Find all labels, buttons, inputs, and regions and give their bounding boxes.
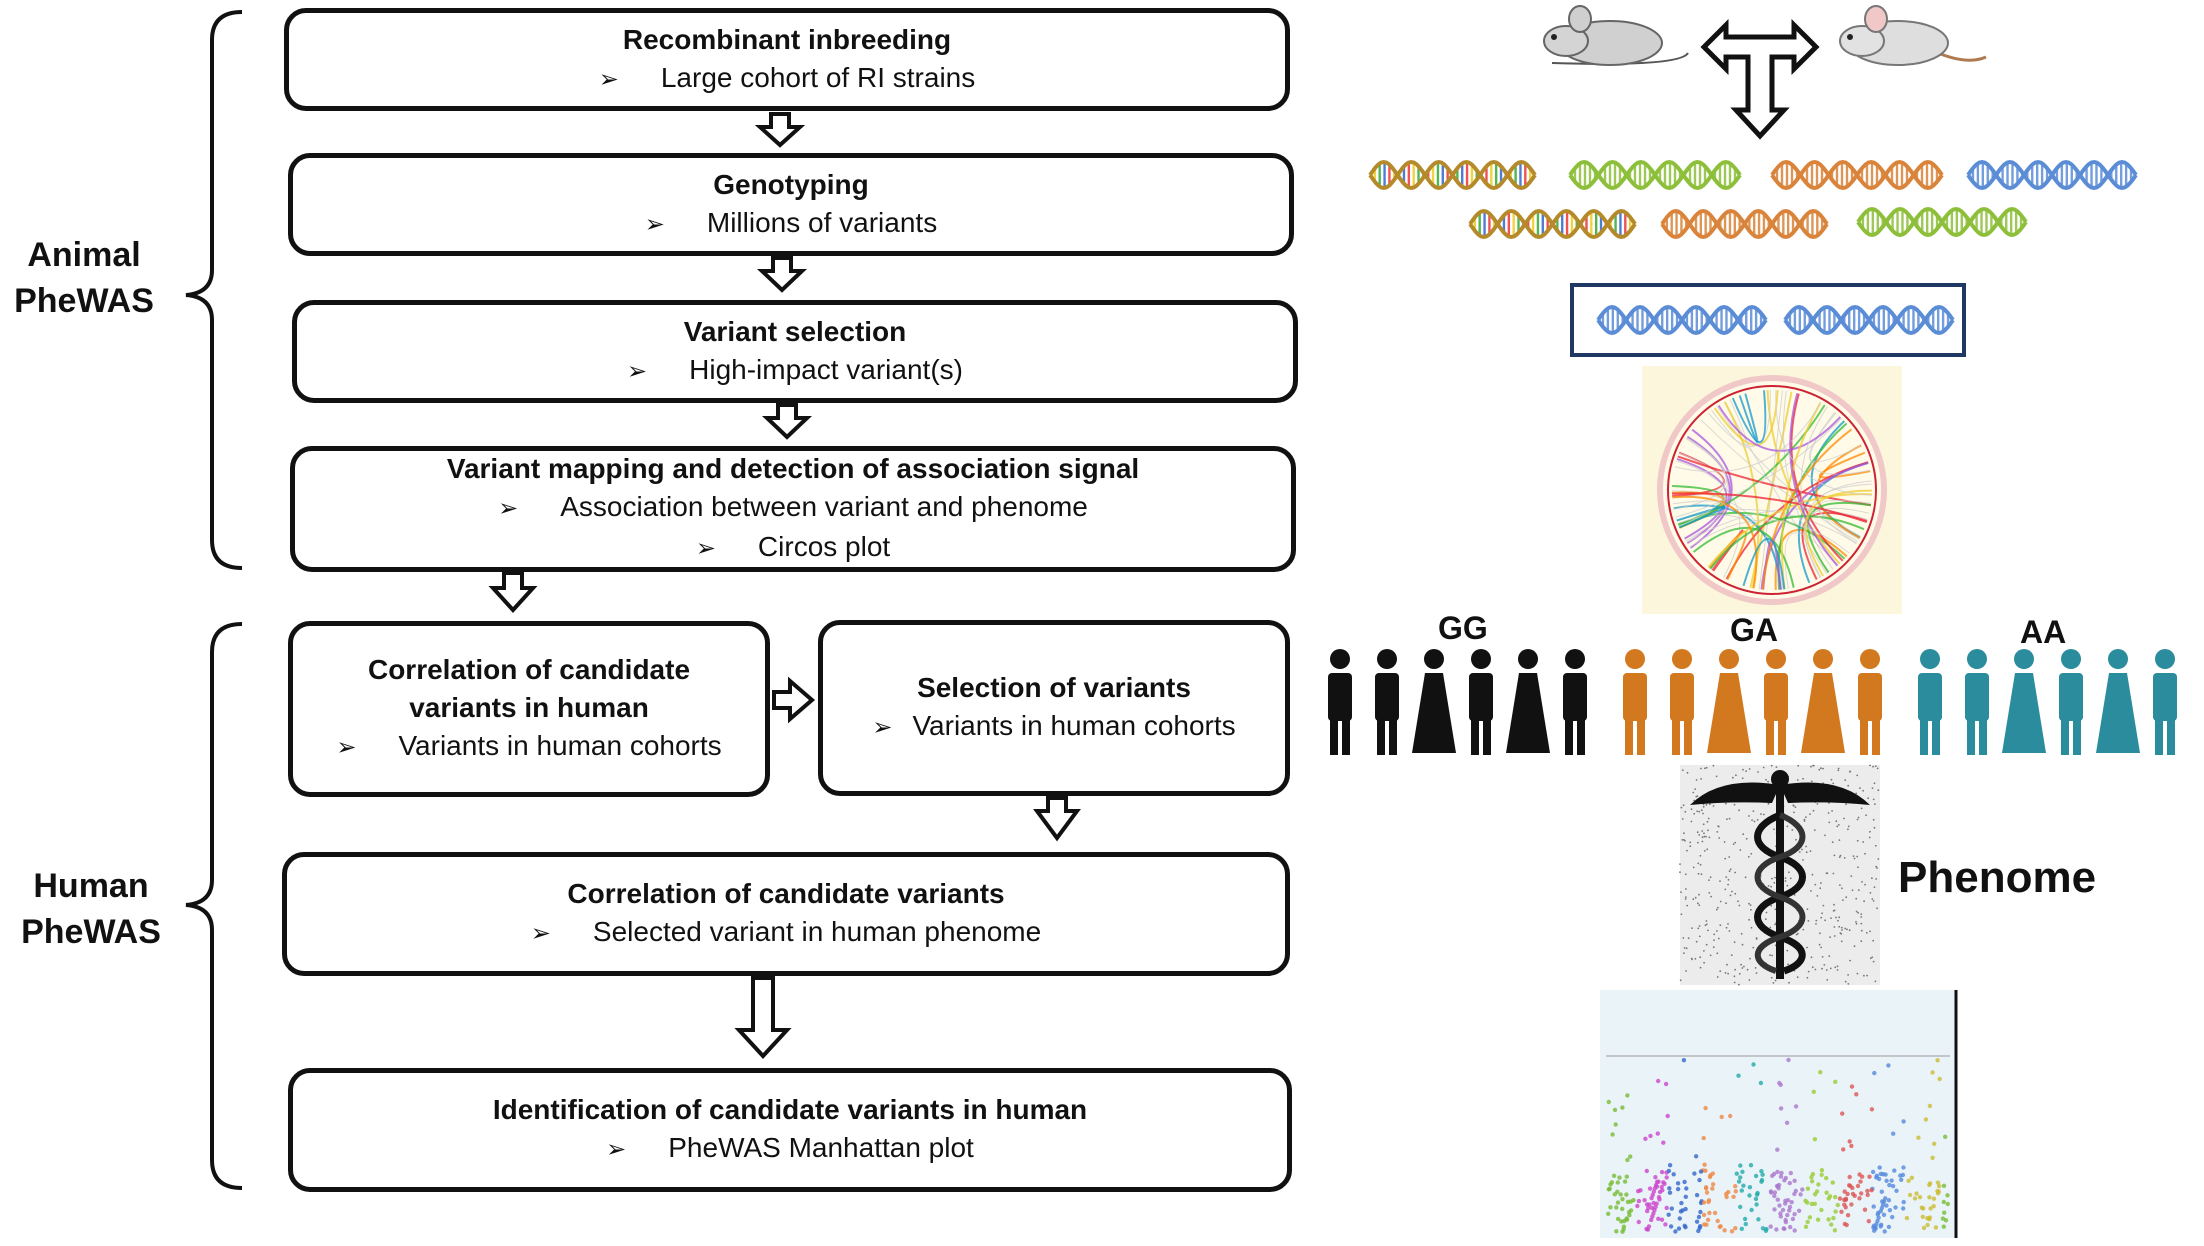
- dna-helix-icon: [1568, 159, 1742, 191]
- dna-helix-icon: [1856, 206, 2028, 238]
- person-figure-icon: [2096, 649, 2140, 753]
- manhattan-plot-icon: [1600, 990, 1958, 1238]
- box-bullet: ➢Association between variant and phenome: [498, 491, 1088, 522]
- box-title: Identification of candidate variants in …: [492, 1094, 1088, 1125]
- person-figure-icon: [1412, 649, 1456, 753]
- box-bullet: ➢High-impact variant(s): [627, 353, 963, 385]
- down-arrow: [754, 112, 806, 148]
- person-figure-icon: [1707, 649, 1751, 753]
- person-figure-icon: [1506, 649, 1550, 753]
- human-bracket: [185, 622, 243, 1190]
- person-figure-icon: [2153, 649, 2177, 755]
- box-selection-of-variants: Selection of variants ➢Variants in human…: [818, 620, 1290, 796]
- person-figure-icon: [1670, 649, 1694, 755]
- dna-helix-icon: [1368, 159, 1537, 191]
- person-figure-icon: [1858, 649, 1882, 755]
- box-title: Variant selection: [683, 315, 907, 347]
- human-cohort-figures: [1328, 649, 2177, 755]
- box-correlation-in-human: Correlation of candidate variants in hum…: [288, 621, 770, 797]
- phenome-label: Phenome: [1898, 853, 2097, 902]
- box-bullet: ➢PheWAS Manhattan plot: [606, 1132, 974, 1163]
- genotype-aa-label: AA: [2020, 614, 2067, 650]
- box-bullet: ➢Selected variant in human phenome: [530, 916, 1042, 947]
- box-variant-selection: Variant selection ➢High-impact variant(s…: [292, 300, 1298, 403]
- box-bullet: ➢Millions of variants: [644, 206, 938, 238]
- box-bullet: ➢Variants in human cohorts: [336, 730, 722, 761]
- down-arrow: [756, 256, 808, 293]
- genotype-ga-label: GA: [1730, 612, 1778, 648]
- person-figure-icon: [1563, 649, 1587, 755]
- box-identification: Identification of candidate variants in …: [288, 1068, 1292, 1192]
- box-correlation-of-candidates: Correlation of candidate variants ➢Selec…: [282, 852, 1290, 976]
- box-title: Correlation of candidate variants: [567, 878, 1005, 909]
- person-figure-icon: [2002, 649, 2046, 753]
- person-figure-icon: [1328, 649, 1352, 755]
- person-figure-icon: [1623, 649, 1647, 755]
- right-arrow: [772, 676, 816, 724]
- cross-arrow-icon: [1700, 18, 1820, 140]
- down-arrow: [1033, 796, 1081, 842]
- box-title: Selection of variants: [917, 672, 1191, 703]
- box-title: Variant mapping and detection of associa…: [446, 453, 1140, 484]
- box-bullet: ➢Circos plot: [695, 531, 891, 562]
- box-genotyping: Genotyping ➢Millions of variants: [288, 153, 1294, 256]
- person-figure-icon: [1469, 649, 1493, 755]
- box-variant-mapping: Variant mapping and detection of associa…: [290, 446, 1296, 572]
- dna-helix-icon: [1770, 159, 1944, 191]
- down-arrow: [761, 403, 813, 440]
- mouse-left-icon: [1543, 5, 1689, 66]
- box-bullet: ➢Large cohort of RI strains: [598, 61, 976, 93]
- mouse-right-icon: [1839, 5, 1987, 66]
- genotype-gg-label: GG: [1438, 610, 1488, 646]
- box-title: Recombinant inbreeding: [622, 23, 952, 55]
- person-figure-icon: [1375, 649, 1399, 755]
- person-figure-icon: [1965, 649, 1989, 755]
- person-figure-icon: [1801, 649, 1845, 753]
- dna-helix-icon: [1783, 304, 1955, 336]
- box-title: Genotyping: [713, 168, 869, 200]
- person-figure-icon: [2059, 649, 2083, 755]
- box-title: Correlation of candidate variants in hum…: [367, 654, 691, 723]
- person-figure-icon: [1764, 649, 1788, 755]
- dna-helix-icon: [1468, 208, 1637, 240]
- dna-helix-icon: [1966, 159, 2138, 191]
- dna-helix-icon: [1660, 208, 1829, 240]
- dna-helix-icon: [1596, 304, 1768, 336]
- person-figure-icon: [1918, 649, 1942, 755]
- box-bullet: ➢Variants in human cohorts: [872, 710, 1236, 741]
- box-recombinant-inbreeding: Recombinant inbreeding ➢Large cohort of …: [284, 8, 1290, 111]
- down-arrow: [734, 976, 792, 1059]
- down-arrow: [488, 571, 538, 613]
- selected-variants-frame: [1570, 283, 1966, 357]
- circos-plot-icon: [1642, 366, 1902, 614]
- caduceus-icon: [1679, 764, 1880, 986]
